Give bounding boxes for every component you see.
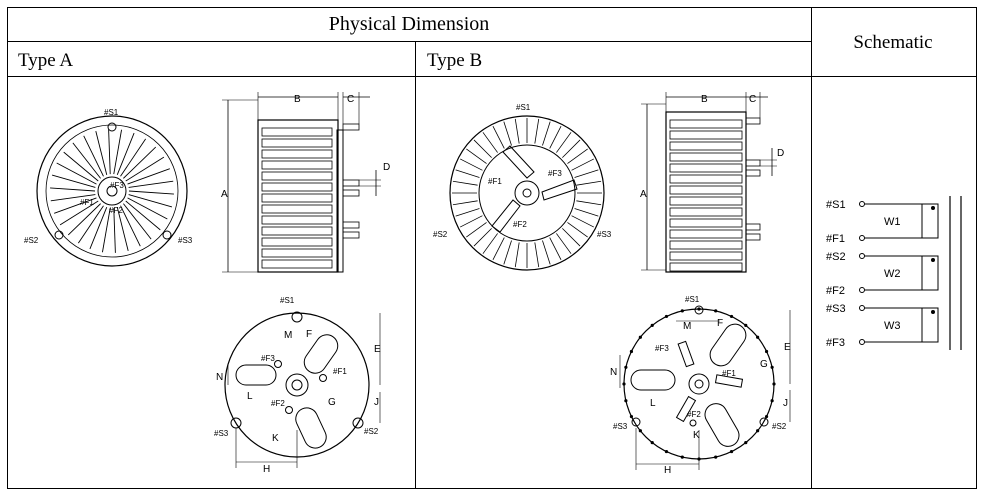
type-a-front-f2: #F2	[109, 206, 123, 215]
schematic-w1-finish: #F1	[826, 233, 845, 245]
type-a-dim-h: H	[263, 464, 270, 475]
type-b-bottom-f3: #F3	[655, 344, 669, 353]
type-a-dim-m: M	[284, 330, 292, 341]
schematic-w3-start: #S3	[826, 303, 846, 315]
type-b-dim-a: A	[640, 189, 647, 200]
type-b-bottom-s1: #S1	[685, 295, 700, 304]
type-a-front-s3: #S3	[178, 236, 193, 245]
schematic-w2-start: #S2	[826, 251, 846, 263]
table-grid	[7, 7, 977, 489]
type-a-bottom-s3: #S3	[214, 429, 229, 438]
schematic-w1-start: #S1	[826, 199, 846, 211]
type-b-front-f1: #F1	[488, 177, 502, 186]
type-b-side-view: A B C D	[640, 92, 784, 273]
type-a-dim-c: C	[347, 94, 354, 105]
type-b-front-f2: #F2	[513, 220, 527, 229]
type-a-dim-l: L	[247, 391, 253, 402]
type-a-bottom-f1: #F1	[333, 367, 347, 376]
type-b-dim-j: J	[783, 398, 788, 409]
type-a-front-f3: #F3	[110, 181, 124, 190]
type-b-dim-b: B	[701, 94, 708, 105]
type-b-header: Type B	[427, 50, 482, 71]
type-a-dim-d: D	[383, 162, 390, 173]
type-b-dim-h: H	[664, 465, 671, 476]
schematic-header: Schematic	[853, 32, 932, 53]
type-b-bottom-s3: #S3	[613, 422, 628, 431]
type-b-front-view: #S1 #S2 #S3 #F1 #F2 #F3	[433, 103, 612, 271]
type-a-side-view: A B C D	[221, 92, 390, 273]
type-b-dim-l: L	[650, 398, 656, 409]
type-a-dim-e: E	[374, 344, 381, 355]
schematic-w1-name: W1	[884, 216, 901, 228]
type-b-dim-d: D	[777, 148, 784, 159]
schematic-w2-finish: #F2	[826, 285, 845, 297]
type-a-dim-a: A	[221, 189, 228, 200]
type-a-dim-f: F	[306, 329, 312, 340]
type-b-dim-c: C	[749, 94, 756, 105]
type-a-bottom-view: E J H N M F G L K #S1 #S3 #S2 #F3 #F1 #F…	[214, 296, 381, 475]
type-b-bottom-f1: #F1	[722, 369, 736, 378]
schematic-w3-name: W3	[884, 320, 901, 332]
type-b-dim-n: N	[610, 367, 617, 378]
type-a-dim-k: K	[272, 433, 279, 444]
type-a-dim-g: G	[328, 397, 336, 408]
type-a-front-view: #S1 #S2 #S3 #F1 #F2 #F3	[24, 108, 193, 267]
type-a-header: Type A	[18, 50, 73, 71]
physical-dimension-header: Physical Dimension	[329, 13, 490, 35]
type-a-bottom-s1: #S1	[280, 296, 295, 305]
type-a-front-s1: #S1	[104, 108, 119, 117]
type-a-front-s2: #S2	[24, 236, 39, 245]
type-b-front-s1: #S1	[516, 103, 531, 112]
type-a-bottom-f2: #F2	[271, 399, 285, 408]
type-b-front-s2: #S2	[433, 230, 448, 239]
type-a-front-f1: #F1	[80, 198, 94, 207]
type-b-dim-e: E	[784, 342, 791, 353]
type-b-front-f3: #F3	[548, 169, 562, 178]
type-b-dim-k: K	[693, 430, 700, 441]
type-a-dim-b: B	[294, 94, 301, 105]
schematic-w2-name: W2	[884, 268, 901, 280]
type-b-bottom-view: E J H N M F G L K #S1 #S3 #S2 #F3 #F1 #F…	[610, 295, 791, 476]
type-b-dim-f: F	[717, 318, 723, 329]
type-b-dim-g: G	[760, 359, 768, 370]
type-b-bottom-s2: #S2	[772, 422, 787, 431]
type-b-front-s3: #S3	[597, 230, 612, 239]
type-b-dim-m: M	[683, 321, 691, 332]
type-a-dim-j: J	[374, 397, 379, 408]
type-a-bottom-f3: #F3	[261, 354, 275, 363]
type-a-dim-n: N	[216, 372, 223, 383]
schematic-w3-finish: #F3	[826, 337, 845, 349]
type-a-bottom-s2: #S2	[364, 427, 379, 436]
type-b-bottom-f2: #F2	[687, 410, 701, 419]
schematic-diagram: #S1 #F1 W1 #S2 #F2 W2 #S3 #F3 W3	[826, 196, 962, 350]
